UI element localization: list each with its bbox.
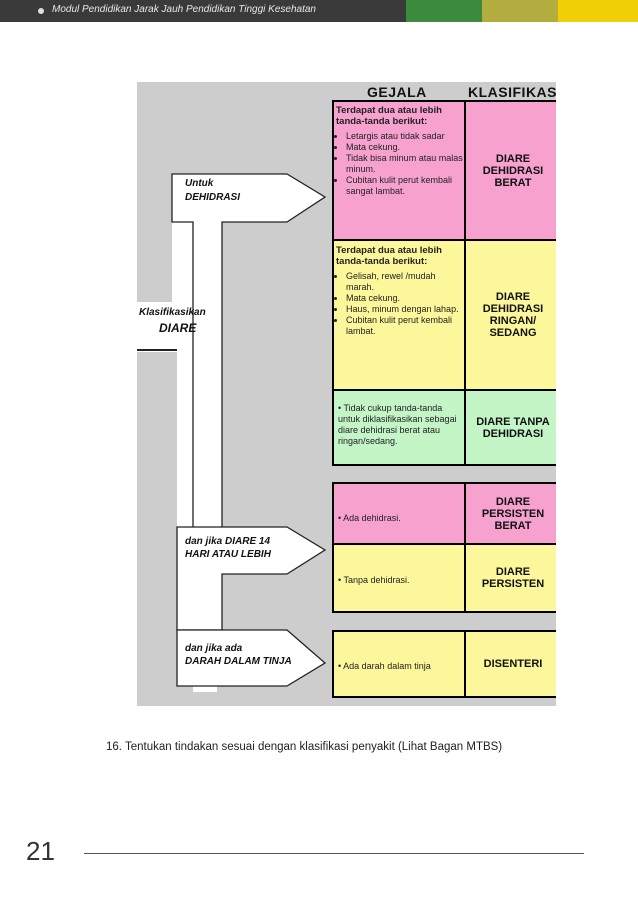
instruction-caption: 16. Tentukan tindakan sesuai dengan klas…: [106, 741, 503, 753]
row3-klasifikasi-cell: [464, 389, 556, 466]
row1-symptoms: Terdapat dua atau lebih tanda-tanda beri…: [332, 102, 466, 197]
flow-connector-shapes: [137, 173, 327, 692]
page-header: Modul Pendidikan Jarak Jauh Pendidikan T…: [0, 0, 638, 22]
row4-gejala-cell: [332, 482, 466, 545]
list-item: Mata cekung.: [346, 293, 463, 304]
list-item: Gelisah, rewel /mudah marah.: [346, 271, 463, 293]
label-diare: DIARE: [159, 321, 197, 335]
row5-klasifikasi-cell: [464, 543, 556, 613]
row1-klasifikasi: DIARE DEHIDRASI BERAT: [482, 152, 544, 189]
arrow-darah: [176, 629, 327, 687]
arrow-dehidrasi: [171, 173, 327, 553]
row3-symptoms: • Tidak cukup tanda-tanda untuk diklasif…: [338, 403, 457, 446]
header-title: Modul Pendidikan Jarak Jauh Pendidikan T…: [52, 4, 316, 15]
label-hari-atau-lebih: HARI ATAU LEBIH: [185, 549, 271, 560]
list-item: Haus, minum dengan lahap.: [346, 304, 463, 315]
list-item: Cubitan kulit perut kembali sangat lamba…: [346, 175, 463, 197]
list-item: Mata cekung.: [346, 142, 463, 153]
header-yellow-block: [558, 0, 638, 22]
row6-klasifikasi: DISENTERI: [483, 658, 543, 670]
row5-gejala-cell: [332, 543, 466, 613]
label-klasifikasikan: Klasifikasikan: [139, 307, 206, 318]
page-number: 21: [26, 836, 55, 866]
row5-klasifikasi: DIARE PERSISTEN: [481, 566, 545, 590]
row2-klasifikasi-cell: [464, 239, 556, 391]
row3-klasifikasi: DIARE TANPA DEHIDRASI: [476, 415, 550, 440]
label-dan-jika-ada: dan jika ada: [185, 643, 243, 654]
label-dehidrasi: DEHIDRASI: [185, 192, 241, 203]
column-header-klasifikasi: KLASIFIKASI: [468, 84, 556, 100]
row5-symptoms: • Tanpa dehidrasi.: [338, 575, 410, 585]
footer-rule: [84, 853, 584, 854]
header-olive-block: [482, 0, 558, 22]
row6-symptoms: • Ada darah dalam tinja: [338, 661, 431, 671]
row4-symptoms: • Ada dehidrasi.: [338, 513, 401, 523]
row3-gejala-cell: [332, 389, 466, 466]
row2-klasifikasi: DIARE DEHIDRASI RINGAN/ SEDANG: [482, 291, 544, 339]
row6-klasifikasi-cell: [464, 630, 556, 698]
row4-klasifikasi: DIARE PERSISTEN BERAT: [481, 495, 545, 532]
list-item: Cubitan kulit perut kembali lambat.: [346, 315, 463, 337]
list-item: Tidak bisa minum atau malas minum.: [346, 153, 463, 175]
row1-klasifikasi-cell: [464, 100, 556, 241]
bullet-icon: [38, 8, 44, 14]
label-diare-14: dan jika DIARE 14: [185, 536, 271, 547]
label-untuk: Untuk: [185, 178, 214, 189]
list-item: Letargis atau tidak sadar: [346, 131, 463, 142]
diare-classification-chart: GEJALA KLASIFIKASI Klasifikasikan DIARE …: [137, 82, 556, 706]
header-green-block: [406, 0, 482, 22]
column-header-gejala: GEJALA: [367, 84, 427, 100]
row2-symptoms: Terdapat dua atau lebih tanda-tanda beri…: [332, 242, 466, 337]
header-bar: [0, 0, 406, 22]
label-darah-dalam-tinja: DARAH DALAM TINJA: [185, 656, 292, 667]
